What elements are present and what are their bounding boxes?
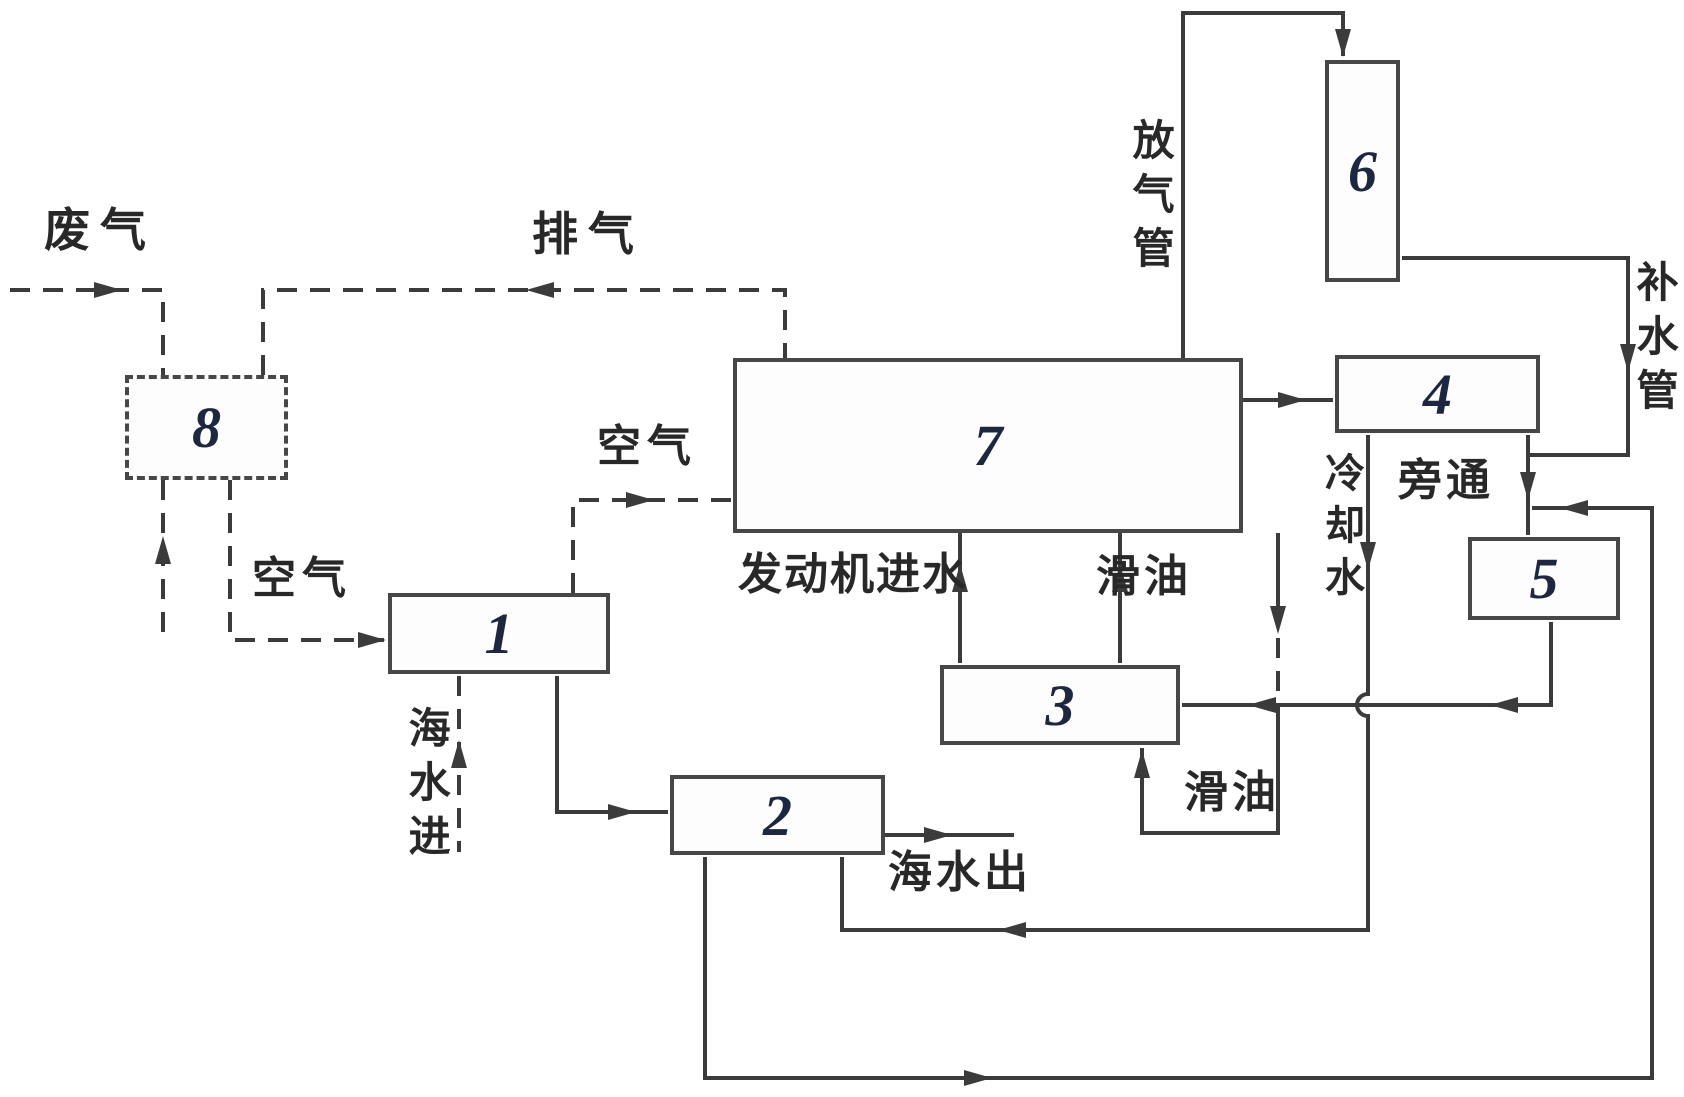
arrow-up-icon [155, 536, 171, 564]
arrow-left-icon [1490, 697, 1518, 713]
cooling-water-return-line [840, 435, 1376, 938]
box1-to-box2-line [555, 676, 668, 820]
oil-cooler-feed-line [1182, 622, 1553, 713]
arrow-up-icon [952, 564, 968, 592]
component-box-3: 3 [940, 665, 1180, 745]
vent-pipe-label: 放气管 [1127, 118, 1175, 280]
arrow-down-icon [1620, 344, 1636, 372]
component-box-8: 8 [125, 375, 288, 480]
arrow-left-icon [1560, 500, 1588, 516]
arrow-up-icon [451, 740, 467, 768]
oil-return-line [1134, 706, 1280, 835]
arrow-left-icon [526, 282, 554, 298]
bypass-drop-line [1520, 435, 1536, 535]
air-label-center: 空气 [597, 422, 697, 471]
seawater-out-line [885, 827, 1014, 843]
arrow-left-icon [1248, 697, 1276, 713]
seawater-in-line [451, 676, 467, 852]
oil-riser-line [1112, 533, 1128, 663]
seawater-out-label: 海水出 [888, 848, 1032, 897]
arrow-right-icon [608, 804, 636, 820]
waste-gas-label: 废气 [44, 204, 156, 256]
bypass-label: 旁通 [1398, 456, 1494, 505]
arrow-right-icon [358, 632, 386, 648]
arrow-up-icon [1134, 750, 1150, 778]
vent-pipe-line [1181, 11, 1351, 358]
component-box-5: 5 [1468, 537, 1620, 620]
waste-gas-line [10, 282, 165, 375]
lube-oil-label-bottom: 滑油 [1184, 768, 1280, 817]
component-box-4: 4 [1335, 355, 1540, 433]
engine-to-box4-line [1243, 392, 1333, 408]
lube-oil-label-top: 滑油 [1096, 552, 1192, 601]
component-box-1: 1 [388, 593, 610, 674]
arrow-down-icon [1270, 606, 1286, 634]
seawater-in-label: 海水进 [403, 706, 451, 868]
makeup-water-line [1402, 256, 1636, 457]
makeup-water-pipe-label: 补水管 [1631, 260, 1679, 422]
component-box-7: 7 [733, 358, 1243, 533]
arrow-right-icon [924, 827, 952, 843]
component-box-6: 6 [1325, 60, 1400, 282]
arrow-right-icon [626, 492, 654, 508]
arrow-left-icon [998, 922, 1026, 938]
component-box-2: 2 [670, 775, 885, 855]
cooling-water-label: 冷却水 [1319, 452, 1363, 608]
engine-water-riser-line [952, 533, 968, 663]
arrow-up-icon [1112, 564, 1128, 592]
arrow-down-icon [1335, 29, 1351, 57]
arrow-down-icon [1520, 472, 1536, 500]
arrow-down-icon [1360, 542, 1376, 570]
exhaust-label: 排气 [532, 208, 644, 260]
engine-water-inlet-label: 发动机进水 [738, 550, 968, 599]
exhaust-line [261, 282, 787, 375]
air-intake-line [155, 480, 171, 645]
seawater-loop-line [703, 500, 1654, 1086]
air-to-engine-line [571, 492, 731, 593]
arrow-right-icon [964, 1070, 992, 1086]
arrow-right-icon [1278, 392, 1306, 408]
air-label-left: 空气 [252, 554, 352, 603]
air-to-box1-line [228, 480, 386, 648]
oil-drain-dashed-line [1270, 533, 1286, 706]
arrow-right-icon [94, 282, 122, 298]
